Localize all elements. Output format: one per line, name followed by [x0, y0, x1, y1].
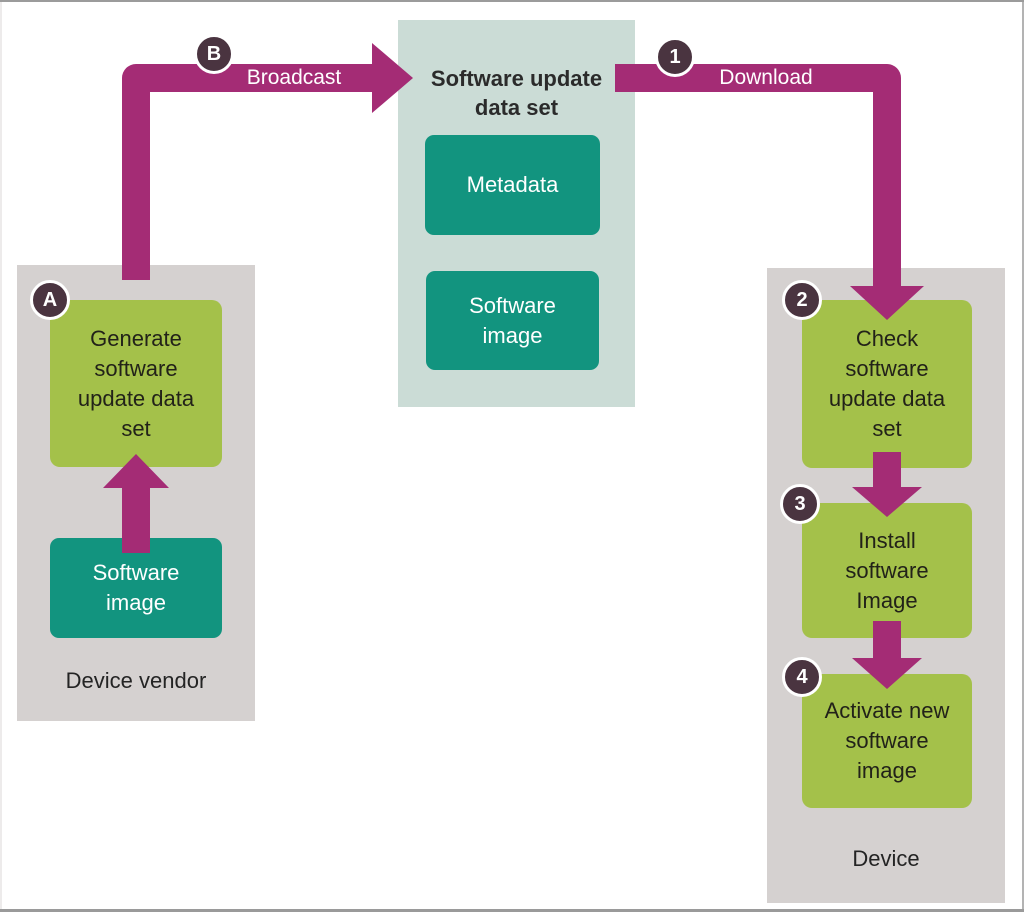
- broadcast-label: Broadcast: [246, 66, 342, 89]
- badge-1: 1: [655, 37, 695, 77]
- badge-b: B: [194, 34, 234, 74]
- software-image-box: Software image: [426, 271, 599, 370]
- activate-box: Activate new software image: [802, 674, 972, 808]
- metadata-box: Metadata: [425, 135, 600, 235]
- generate-box: Generate software update data set: [50, 300, 222, 467]
- device-label: Device: [852, 846, 920, 871]
- software-update-data-set-title: Software update data set: [430, 66, 603, 120]
- download-label: Download: [719, 66, 813, 89]
- badge-3: 3: [780, 484, 820, 524]
- device-vendor-label: Device vendor: [65, 668, 207, 693]
- install-box: Install software Image: [802, 503, 972, 638]
- badge-4: 4: [782, 657, 822, 697]
- vendor-software-image-box: Software image: [50, 538, 222, 638]
- badge-2: 2: [782, 280, 822, 320]
- check-box: Check software update data set: [802, 300, 972, 468]
- badge-a: A: [30, 280, 70, 320]
